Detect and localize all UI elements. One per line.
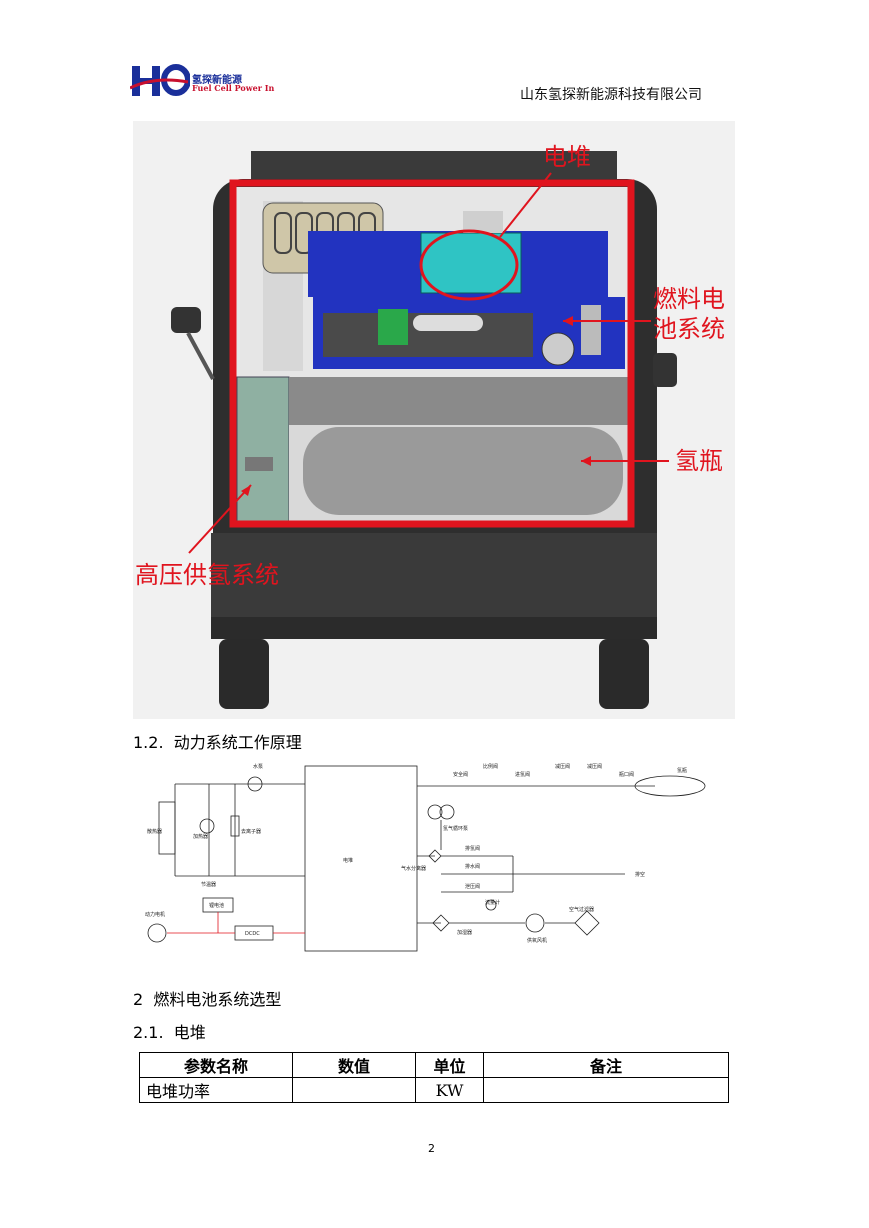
ho-logo-icon — [129, 64, 191, 96]
diagram-label-radiator: 散热器 — [147, 828, 162, 835]
section-2-number: 2 — [133, 990, 144, 1009]
table-cell — [483, 1077, 729, 1103]
diagram-label-h2-recirc: 氢气循环泵 — [443, 825, 468, 832]
diagram-label-li-battery: 锂电池 — [209, 902, 224, 909]
header-company-name: 山东氢探新能源科技有限公司 — [520, 87, 702, 103]
section-2-title: 燃料电池系统选型 — [153, 990, 282, 1009]
diagram-label-blower: 供氧风机 — [527, 937, 547, 944]
diagram-label-bottle-valve: 瓶口阀 — [619, 771, 634, 778]
section-2-heading: 2 燃料电池系统选型 — [133, 986, 281, 1010]
label-hp-supply: 高压供氢系统 — [135, 561, 279, 589]
table-cell — [292, 1077, 416, 1103]
table-cell: 电堆功率 — [139, 1077, 293, 1103]
table-row: 电堆功率 KW — [139, 1077, 729, 1103]
stack-spec-table: 参数名称 数值 单位 备注 电堆功率 KW — [139, 1052, 729, 1103]
table-header-row: 参数名称 数值 单位 备注 — [139, 1052, 729, 1078]
diagram-label-air-filter: 空气过滤器 — [569, 906, 594, 913]
diagram-label-water-pump: 水泵 — [253, 763, 263, 770]
diagram-label-thermostat: 节温器 — [201, 881, 216, 888]
diagram-label-reducer1: 减压阀 — [555, 763, 570, 770]
diagram-label-deionizer: 去离子器 — [241, 828, 261, 835]
section-1-2-title: 动力系统工作原理 — [173, 733, 302, 752]
label-fc-system-line2: 池系统 — [653, 315, 725, 343]
section-2-1-heading: 2.1. 电堆 — [133, 1019, 206, 1043]
section-2-1-title: 电堆 — [173, 1023, 206, 1042]
table-header-cell: 备注 — [483, 1052, 729, 1078]
diagram-label-reducer2: 减压阀 — [587, 763, 602, 770]
label-fc-system-line1: 燃料电 — [653, 285, 725, 313]
diagram-label-proportional-valve: 比例阀 — [483, 763, 498, 770]
diagram-label-heater: 加热器 — [193, 833, 208, 840]
diagram-label-drain-valve: 排水阀 — [465, 863, 480, 870]
company-logo — [129, 62, 260, 102]
diagram-label-stack: 电堆 — [343, 857, 353, 864]
vehicle-figure: 电堆 燃料电 池系统 氢瓶 高压供氢系统 — [133, 121, 735, 719]
table-header-cell: 单位 — [415, 1052, 484, 1078]
diagram-label-purge-valve: 排氢阀 — [465, 845, 480, 852]
label-stack: 电堆 — [543, 143, 591, 171]
diagram-label-separator: 气水分离器 — [401, 865, 426, 872]
diagram-label-humidifier: 加湿器 — [457, 929, 472, 936]
table-cell: KW — [415, 1077, 484, 1103]
diagram-label-inlet-valve: 进氢阀 — [515, 771, 530, 778]
diagram-label-h2-bottle: 氢瓶 — [677, 767, 687, 774]
section-2-1-number: 2.1. — [133, 1023, 164, 1042]
logo-en-text: Fuel Cell Power In — [192, 83, 275, 93]
table-header-cell: 参数名称 — [139, 1052, 293, 1078]
table-header-cell: 数值 — [292, 1052, 416, 1078]
power-system-diagram: 水泵 散热器 加热器 去离子器 节温器 电堆 安全阀 比例阀 进氢阀 减压阀 减… — [135, 758, 735, 953]
diagram-label-motor: 动力电机 — [145, 911, 165, 918]
label-h2-tank: 氢瓶 — [675, 447, 723, 475]
diagram-label-flowmeter: 流量计 — [485, 899, 500, 906]
diagram-label-relief-valve: 泄压阀 — [465, 883, 480, 890]
section-1-2-heading: 1.2. 动力系统工作原理 — [133, 729, 302, 753]
page-number: 2 — [428, 1142, 435, 1155]
section-1-2-number: 1.2. — [133, 733, 164, 752]
diagram-label-safety-valve: 安全阀 — [453, 771, 468, 778]
logo-cn-text: 氢探新能源 — [192, 75, 242, 86]
diagram-label-dcdc: DCDC — [245, 931, 260, 937]
diagram-label-exhaust: 排空 — [635, 871, 645, 878]
